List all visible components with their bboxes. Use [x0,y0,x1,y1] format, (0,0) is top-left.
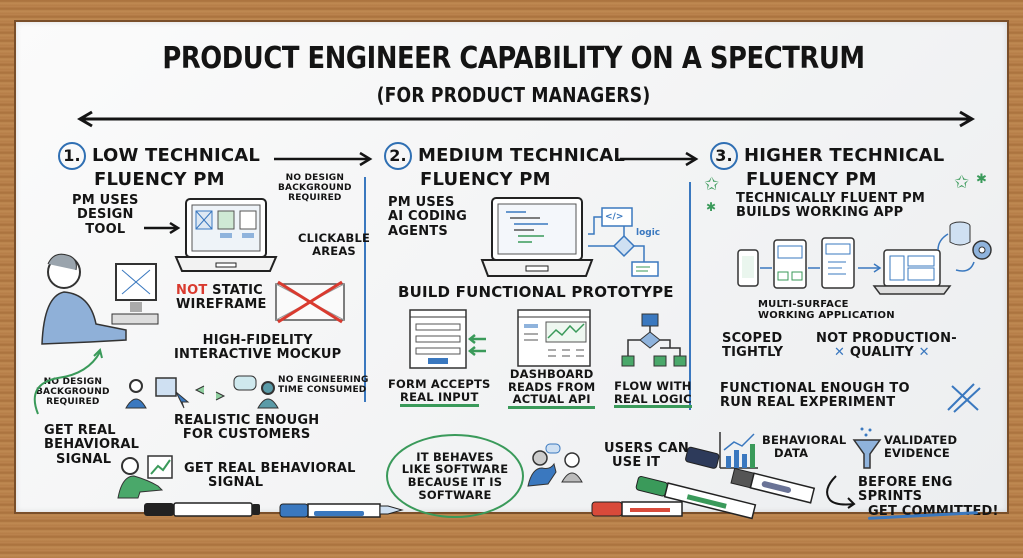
person-at-computer-icon [41,253,159,345]
behavioral-data: Behavioraldata [762,433,847,460]
arrow-right-icon [274,151,373,167]
no-design-background-left: No designbackgroundrequired [36,377,110,407]
page-title: Product Engineer Capability on a Spectru… [162,41,865,76]
callout-no-design-background: No designbackgroundrequired [278,173,352,203]
form-accepts-real-input: Form acceptsreal input [388,378,491,407]
star-icon: ✩ [704,174,720,195]
step-number-1: 1. [58,142,86,170]
code-tag-label: </> [605,212,624,222]
build-functional-prototype: Build functional prototype [398,283,674,301]
presenter-chart-icon [117,455,173,499]
column-divider [689,182,691,410]
whiteboard-markers-icon [591,446,816,520]
dashboard-prototype-icon [517,309,591,367]
functional-enough-run-experiment: Functional enough torun real experiment [720,381,910,411]
logic-label: logic [636,228,661,238]
flow-with-real-logic: Flow withreal logic [614,380,692,409]
laptop-code-icon [480,197,594,277]
star-icon: ✱ [976,172,987,187]
user-mockup-interaction-icon [125,375,279,409]
no-engineering-time: No engineeringtime consumed [278,375,369,395]
multi-surface-working-application: Multi-surfaceworking application [758,299,895,321]
logic-flow-icon [588,207,659,277]
scoped-tightly: Scopedtightly [722,331,784,361]
section-2-heading: 2.Medium Technical Fluency PM [384,142,625,190]
arrow-right-icon [620,151,699,167]
column-divider [364,177,366,402]
crossed-wireframe-icon [275,280,345,324]
multi-surface-devices-icon [737,221,992,295]
technically-fluent-pm-builds-app: Technically fluent PMbuilds working app [736,191,926,221]
users-talking-icon [527,443,583,487]
not-static-wireframe: Not staticwireframe [176,283,267,313]
dashboard-reads-actual-api: Dashboardreads fromactual API [508,368,596,409]
get-real-behavioral-signal-left: Get realbehavioralsignal [44,423,140,467]
validated-evidence: Validatedevidence [884,433,958,460]
pm-uses-ai-coding-agents: PM usesAI codingagents [388,195,467,239]
users-can-use-it: Users canuse it [604,441,689,471]
speech-bubble: It behaveslike softwarebecause it issoft… [386,434,524,518]
section-3-heading: 3.Higher Technical Fluency PM [710,142,944,190]
callout-clickable-areas: Clickableareas [298,231,371,258]
scribble-cross-icon [947,383,981,413]
pm-uses-design-tool: PM usesdesigntool [72,193,139,237]
get-real-behavioral-signal: Get real behavioralsignal [184,461,356,491]
star-icon: ✩ [954,172,970,193]
funnel-icon [852,427,882,469]
curved-arrow-icon [33,348,103,415]
spectrum-double-arrow-icon [77,110,975,128]
flow-logic-icon [621,313,687,367]
section-1-heading: 1.Low Technical Fluency PM [58,142,260,190]
whiteboard: Product Engineer Capability on a Spectru… [14,20,1009,520]
not-production-quality: Not production-✕ quality ✕ [816,331,957,361]
arrow-right-icon [144,221,181,235]
bar-chart-icon [719,432,758,469]
page-subtitle: (For Product Managers) [376,83,651,107]
laptop-design-tool-icon [174,198,278,272]
star-icon: ✱ [706,200,717,214]
realistic-enough-for-customers: Realistic enoughfor customers [174,413,320,443]
step-number-3: 3. [710,142,738,170]
form-prototype-icon [409,309,486,369]
step-number-2: 2. [384,142,412,170]
high-fidelity-interactive-mockup: High-fidelityinteractive mockup [174,333,342,363]
curved-arrow-icon [826,475,856,509]
whiteboard-markers-icon [144,502,404,518]
